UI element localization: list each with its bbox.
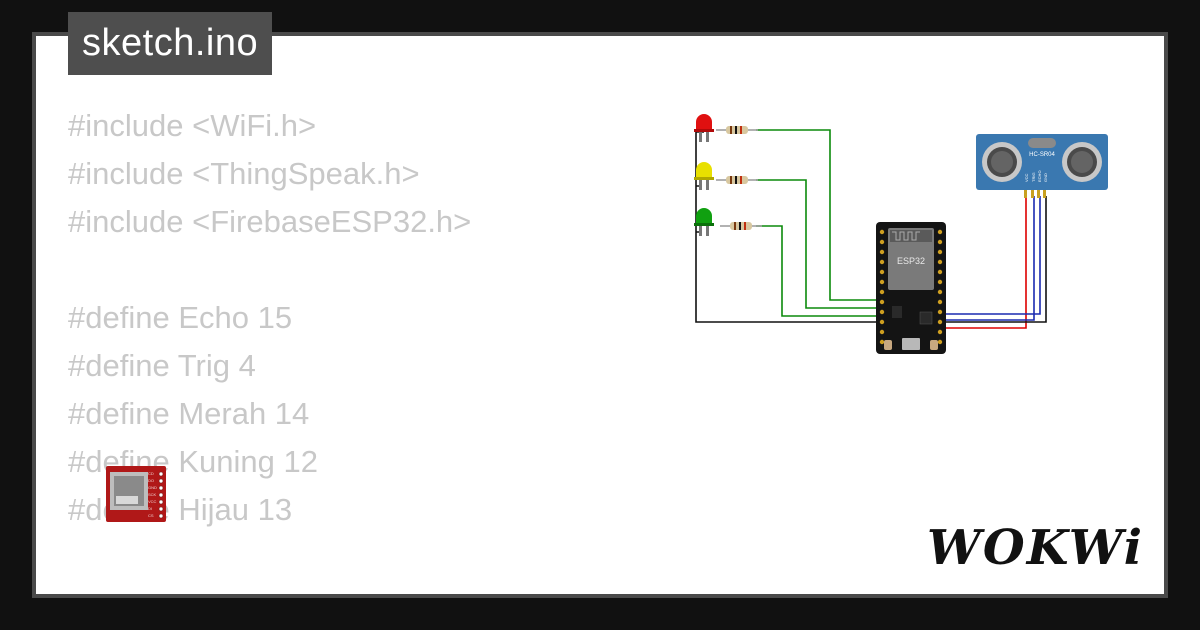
- code-line: #include <FirebaseESP32.h>: [68, 204, 472, 239]
- circuit-diagram: ESP32 HC-SR04 VCC TRIG ECHO GND: [106, 114, 1108, 522]
- code-line: #define Merah 14: [68, 396, 310, 431]
- code-line: #define Echo 15: [68, 300, 293, 335]
- preview-canvas: #include <WiFi.h> #include <ThingSpeak.h…: [36, 36, 1164, 594]
- wire-sensor-echo[interactable]: [944, 196, 1041, 315]
- wire-yellow-led[interactable]: [756, 179, 878, 309]
- sensor-label: HC-SR04: [1029, 152, 1055, 158]
- esp32-board[interactable]: ESP32: [876, 222, 946, 354]
- sd-pin-cd: CD: [148, 471, 154, 476]
- code-line: #include <ThingSpeak.h>: [68, 156, 420, 191]
- wokwi-logo: WOKWi: [926, 520, 1144, 576]
- resistor-3[interactable]: [720, 222, 762, 230]
- sd-pin-cs: CS: [148, 513, 154, 518]
- code-line: #define Trig 4: [68, 348, 256, 383]
- sd-pin-gnd: GND: [148, 485, 157, 490]
- esp32-label: ESP32: [897, 256, 925, 266]
- sensor-pin-gnd: GND: [1043, 173, 1048, 182]
- code-line: #define Kuning 12: [68, 444, 318, 479]
- wires-signal: [695, 129, 1047, 329]
- led-green[interactable]: [694, 208, 714, 236]
- microsd-module[interactable]: CD DO GND SCK VCC DI CS: [106, 466, 166, 522]
- wire-sensor-gnd[interactable]: [944, 196, 1047, 323]
- wire-sensor-trig[interactable]: [944, 196, 1035, 321]
- sensor-pin-vcc: VCC: [1024, 173, 1029, 182]
- code-line: #include <WiFi.h>: [68, 108, 317, 143]
- wire-led-ground[interactable]: [695, 131, 886, 323]
- sd-pin-di: DI: [148, 506, 152, 511]
- code-listing: #include <WiFi.h> #include <ThingSpeak.h…: [68, 102, 491, 594]
- file-name-tab[interactable]: sketch.ino: [68, 12, 273, 75]
- sensor-pin-trig: TRIG: [1031, 172, 1036, 182]
- resistor-2[interactable]: [716, 176, 758, 184]
- sd-pin-sck: SCK: [148, 492, 157, 497]
- led-yellow[interactable]: [694, 162, 714, 190]
- ultrasonic-sensor[interactable]: HC-SR04 VCC TRIG ECHO GND: [976, 134, 1108, 198]
- wire-green-led[interactable]: [756, 225, 878, 317]
- sd-pin-vcc: VCC: [148, 499, 157, 504]
- resistor-1[interactable]: [716, 126, 758, 134]
- code-line: #define FIREBASE_HOST "...": [68, 582, 491, 594]
- wire-red-led[interactable]: [756, 129, 878, 301]
- wire-sensor-vcc[interactable]: [944, 196, 1027, 329]
- led-red[interactable]: [694, 114, 714, 142]
- sd-pin-do: DO: [148, 478, 154, 483]
- sensor-pin-echo: ECHO: [1037, 170, 1042, 182]
